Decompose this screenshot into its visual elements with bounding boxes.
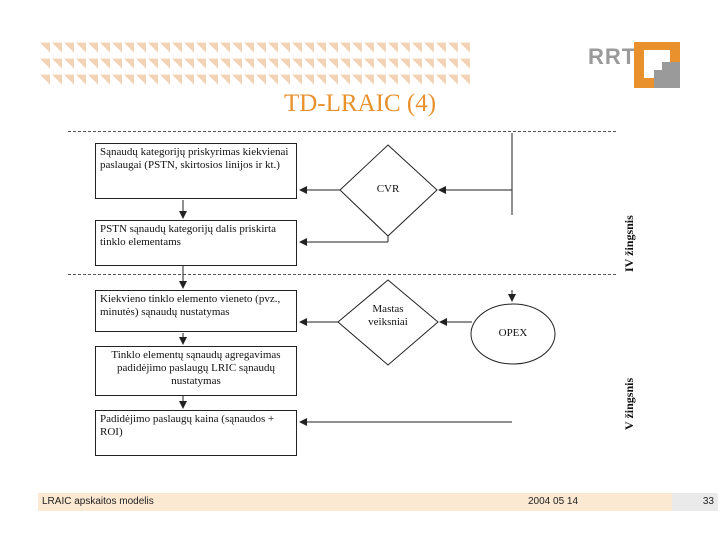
step-1-text: Sąnaudų kategorijų priskyrimas kiekviena…: [100, 146, 289, 171]
scale-label: Mastas veiksniai: [368, 303, 408, 328]
page-number-box: 33: [672, 493, 718, 511]
step-2-box: PSTN sąnaudų kategorijų dalis priskirta …: [95, 220, 297, 266]
scale-diamond: [337, 279, 439, 366]
step-1-box: Sąnaudų kategorijų priskyrimas kiekviena…: [95, 143, 297, 199]
top-divider: [68, 131, 616, 132]
decorative-pattern-row-2: ◥◥◥◥◥◥◥◥◥◥◥◥◥◥◥◥◥◥◥◥◥◥◥◥◥◥◥◥◥◥◥◥◥◥◥◥: [40, 56, 472, 71]
opex-label: OPEX: [498, 327, 528, 339]
step-2-text: PSTN sąnaudų kategorijų dalis priskirta …: [100, 223, 276, 248]
stage-v-label: V žingsnis: [622, 377, 636, 430]
step-4-box: Tinklo elementų sąnaudų agregavimas padi…: [95, 346, 297, 396]
footer-bar: LRAIC apskaitos modelis 2004 05 14 33: [38, 493, 718, 511]
logo-square-icon: [634, 42, 680, 88]
opex-ellipse: [470, 303, 556, 365]
step-5-box: Padidėjimo paslaugų kaina (sąnaudos + RO…: [95, 410, 297, 456]
stage-divider: [68, 274, 616, 275]
rrt-logo: RRT: [588, 42, 680, 88]
step-4-text: Tinklo elementų sąnaudų agregavimas padi…: [111, 349, 281, 387]
logo-text: RRT: [588, 44, 637, 69]
footer-left-text: LRAIC apskaitos modelis: [42, 496, 154, 507]
step-3-box: Kiekvieno tinklo elemento vieneto (pvz.,…: [95, 290, 297, 332]
decorative-pattern-row-1: ◥◥◥◥◥◥◥◥◥◥◥◥◥◥◥◥◥◥◥◥◥◥◥◥◥◥◥◥◥◥◥◥◥◥◥◥: [40, 40, 472, 55]
step-5-text: Padidėjimo paslaugų kaina (sąnaudos + RO…: [100, 413, 275, 438]
page-number: 33: [702, 496, 714, 507]
stage-iv-label: IV žingsnis: [622, 215, 636, 272]
decorative-pattern-row-3: ◥◥◥◥◥◥◥◥◥◥◥◥◥◥◥◥◥◥◥◥◥◥◥◥◥◥◥◥◥◥◥◥◥◥◥◥: [40, 72, 472, 87]
footer-date: 2004 05 14: [528, 496, 579, 507]
page-title: TD-LRAIC (4): [283, 90, 437, 117]
step-3-text: Kiekvieno tinklo elemento vieneto (pvz.,…: [100, 293, 281, 318]
cvr-label: CVR: [376, 183, 400, 195]
